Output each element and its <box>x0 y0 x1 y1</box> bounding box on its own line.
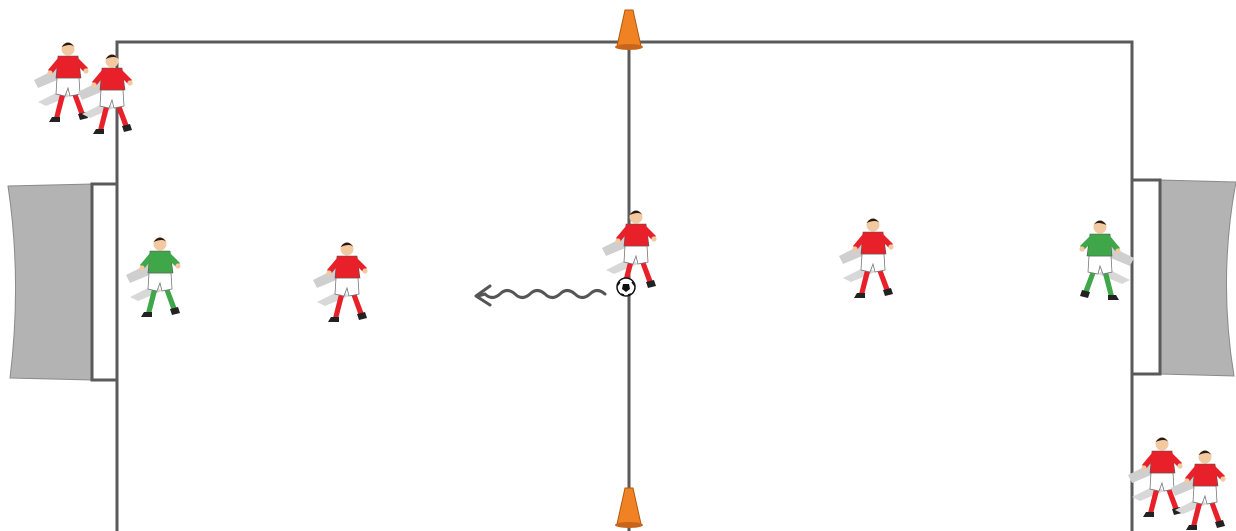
player-red-waiting <box>34 43 89 123</box>
soccer-ball-icon <box>617 278 635 296</box>
cone-top-icon <box>615 10 643 50</box>
goal-left <box>8 184 117 380</box>
player-red-waiting <box>1128 438 1183 518</box>
player-green-goalkeeper <box>126 238 181 318</box>
dribble-arrow <box>478 291 605 298</box>
cone-bottom-icon <box>615 488 643 528</box>
goal-right <box>1132 180 1236 376</box>
player-red-defender <box>313 243 368 323</box>
player-red-defender <box>839 219 894 299</box>
player-green-goalkeeper <box>1079 221 1134 301</box>
